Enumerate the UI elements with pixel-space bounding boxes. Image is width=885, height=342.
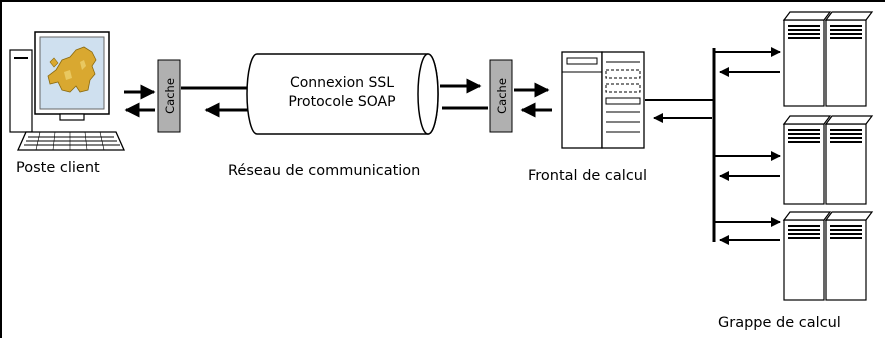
frontend-label: Frontal de calcul <box>528 168 648 184</box>
pipe-line-1: Connexion SSL <box>289 75 395 91</box>
cluster-label: Grappe de calcul <box>718 315 841 331</box>
frontend-cache-label: Cache <box>495 78 509 114</box>
network-label: Réseau de communication <box>228 163 421 179</box>
frontend-server-icon <box>561 51 645 149</box>
cluster-node-3-icon <box>782 211 874 301</box>
client-label: Poste client <box>16 160 100 176</box>
client-cache-box: Cache <box>157 59 181 133</box>
client-computer-icon <box>9 31 126 151</box>
client-cache-label: Cache <box>163 78 177 114</box>
cluster-node-1-icon <box>782 11 874 107</box>
network-pipe <box>246 53 439 135</box>
frontend-cache-box: Cache <box>489 59 513 133</box>
cluster-node-2-icon <box>782 115 874 205</box>
pipe-line-2: Protocole SOAP <box>288 94 396 110</box>
